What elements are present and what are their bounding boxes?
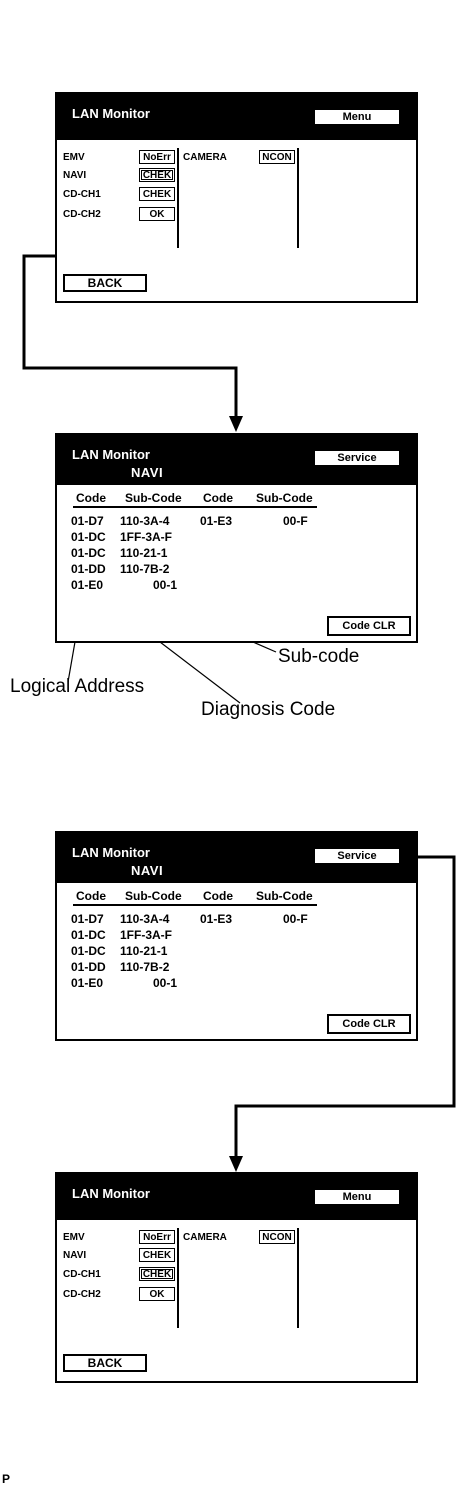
connector-service-to-menu	[234, 855, 456, 1158]
row-sub-code: 110-21-1	[120, 546, 168, 560]
device-label-navi: NAVI	[63, 170, 87, 181]
status-cd-ch2[interactable]: OK	[139, 207, 175, 221]
menu-button[interactable]: Menu	[314, 109, 400, 125]
status-navi[interactable]: CHEK	[139, 1248, 175, 1262]
screen-title: LAN Monitor	[72, 447, 150, 462]
row-sub-code: 110-21-1	[120, 944, 168, 958]
callout-sub-code: Sub-code	[278, 646, 360, 667]
menu-button[interactable]: Menu	[314, 1189, 400, 1205]
column-header-code: Code	[76, 491, 106, 505]
row-code-right: 01-E3	[200, 912, 233, 926]
row-sub-code: 00-1	[153, 578, 178, 592]
callout-logical-address: Logical Address	[10, 676, 145, 697]
row-code: 01-E0	[71, 578, 104, 592]
device-label-cd-ch2: CD-CH2	[63, 209, 101, 220]
back-button[interactable]: BACK	[63, 274, 147, 292]
device-label-camera: CAMERA	[183, 1232, 227, 1243]
row-sub-code: 1FF-3A-F	[120, 530, 172, 544]
row-sub-code: 00-1	[153, 976, 178, 990]
row-code: 01-DD	[71, 960, 106, 974]
status-cd-ch1[interactable]: CHEK	[139, 1267, 175, 1281]
column-header-code: Code	[76, 889, 106, 903]
column-header-sub-code: Sub-Code	[256, 889, 313, 903]
device-label-navi: NAVI	[63, 1250, 87, 1261]
device-label-camera: CAMERA	[183, 152, 227, 163]
navi-diagnosis-screen: LAN Monitor NAVI Service Code Sub-Code C…	[55, 433, 418, 643]
device-label-cd-ch1: CD-CH1	[63, 189, 101, 200]
status-camera[interactable]: NCON	[259, 150, 295, 164]
status-cd-ch1[interactable]: CHEK	[139, 187, 175, 201]
screen-title: LAN Monitor	[72, 845, 150, 860]
row-code: 01-DD	[71, 562, 106, 576]
navi-diagnosis-screen: LAN Monitor NAVI Service Code Sub-Code C…	[55, 831, 418, 1041]
column-divider	[297, 1228, 299, 1328]
header-underline	[73, 904, 317, 906]
status-emv[interactable]: NoErr	[139, 1230, 175, 1244]
status-camera[interactable]: NCON	[259, 1230, 295, 1244]
code-clear-button[interactable]: Code CLR	[327, 1014, 411, 1034]
row-code: 01-D7	[71, 912, 104, 926]
screen-header: LAN Monitor Menu	[57, 1174, 416, 1220]
service-button[interactable]: Service	[314, 450, 400, 466]
column-divider	[297, 148, 299, 248]
column-header-code: Code	[203, 491, 233, 505]
status-cd-ch2[interactable]: OK	[139, 1287, 175, 1301]
callout-diagnosis-code: Diagnosis Code	[201, 699, 336, 720]
code-clear-button[interactable]: Code CLR	[327, 616, 411, 636]
screen-title: LAN Monitor	[72, 1186, 150, 1201]
header-underline	[73, 506, 317, 508]
column-header-sub-code: Sub-Code	[256, 491, 313, 505]
device-label-emv: EMV	[63, 152, 85, 163]
row-code: 01-E0	[71, 976, 104, 990]
lan-monitor-status-screen: LAN Monitor Menu EMV NAVI CD-CH1 CD-CH2 …	[55, 1172, 418, 1383]
status-navi[interactable]: CHEK	[139, 168, 175, 182]
back-button[interactable]: BACK	[63, 1354, 147, 1372]
screen-header: LAN Monitor NAVI Service	[57, 435, 416, 485]
arrow-down-icon	[229, 416, 243, 432]
row-sub-code: 110-7B-2	[120, 562, 170, 576]
figure-code: P	[2, 1472, 11, 1486]
row-sub-code-right: 00-F	[283, 514, 308, 528]
device-label-emv: EMV	[63, 1232, 85, 1243]
row-code: 01-DC	[71, 530, 106, 544]
column-header-sub-code: Sub-Code	[125, 491, 182, 505]
row-code: 01-DC	[71, 546, 106, 560]
column-divider	[177, 148, 179, 248]
row-sub-code-right: 00-F	[283, 912, 308, 926]
device-label-cd-ch2: CD-CH2	[63, 1289, 101, 1300]
screen-header: LAN Monitor NAVI Service	[57, 833, 416, 883]
row-code: 01-D7	[71, 514, 104, 528]
row-sub-code: 110-3A-4	[120, 912, 170, 926]
row-sub-code: 110-3A-4	[120, 514, 170, 528]
column-header-code: Code	[203, 889, 233, 903]
row-code: 01-DC	[71, 928, 106, 942]
status-emv[interactable]: NoErr	[139, 150, 175, 164]
screen-subtitle: NAVI	[131, 863, 164, 878]
row-code-right: 01-E3	[200, 514, 233, 528]
screen-header: LAN Monitor Menu	[57, 94, 416, 140]
column-header-sub-code: Sub-Code	[125, 889, 182, 903]
lan-monitor-status-screen: LAN Monitor Menu EMV NAVI CD-CH1 CD-CH2 …	[55, 92, 418, 303]
row-sub-code: 1FF-3A-F	[120, 928, 172, 942]
screen-subtitle: NAVI	[131, 465, 164, 480]
service-button[interactable]: Service	[314, 848, 400, 864]
column-divider	[177, 1228, 179, 1328]
device-label-cd-ch1: CD-CH1	[63, 1269, 101, 1280]
arrow-down-icon	[229, 1156, 243, 1172]
row-code: 01-DC	[71, 944, 106, 958]
screen-title: LAN Monitor	[72, 106, 150, 121]
row-sub-code: 110-7B-2	[120, 960, 170, 974]
